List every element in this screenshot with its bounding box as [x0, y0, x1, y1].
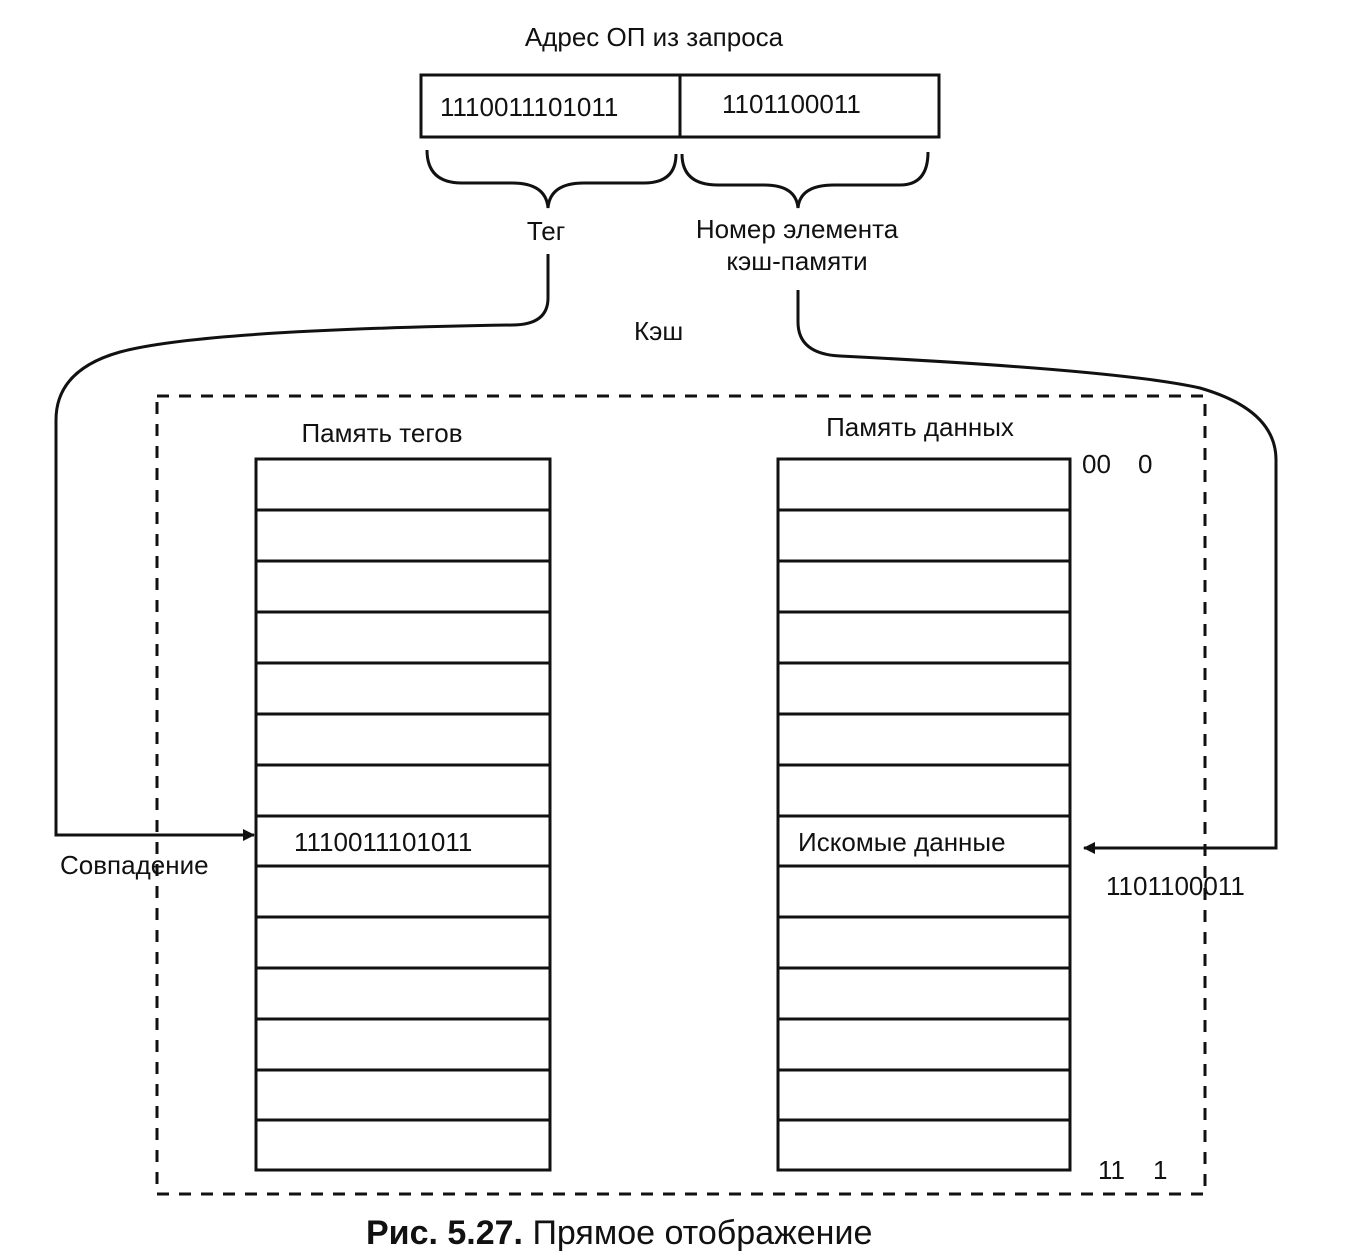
- last-row-address-index: 1: [1153, 1155, 1168, 1185]
- index-brace: [680, 151, 930, 209]
- index-select-connector: [796, 290, 1278, 854]
- address-title: Адрес ОП из запроса: [524, 22, 784, 52]
- tag-brace: [425, 149, 678, 209]
- index-label-line1: Номер элемента: [695, 214, 899, 244]
- figure-caption: Рис. 5.27. Прямое отображение: [366, 1216, 872, 1250]
- address-tag-field: 1110011101011: [440, 92, 619, 122]
- data-memory-table: [776, 457, 1072, 1172]
- tag-label: Тег: [526, 216, 566, 246]
- figure-caption-text: Прямое отображение: [523, 1214, 873, 1252]
- tag-memory-title: Память тегов: [301, 418, 463, 448]
- address-register: [419, 73, 941, 139]
- match-label: Совпадение: [60, 850, 209, 880]
- last-row-address-binary: 11: [1098, 1155, 1125, 1185]
- address-index-field: 1101100011: [722, 89, 861, 119]
- first-row-address-binary: 00: [1082, 449, 1111, 479]
- cache-boundary: [155, 394, 1207, 1196]
- index-label-line2: кэш-памяти: [726, 246, 868, 276]
- figure-caption-label: Рис. 5.27.: [366, 1214, 524, 1252]
- data-memory-title: Память данных: [826, 412, 1014, 442]
- tag-memory-table: [254, 457, 552, 1172]
- first-row-address-index: 0: [1138, 449, 1153, 479]
- index-pointer-label: 1101100011: [1106, 871, 1245, 901]
- tag-match-connector: [54, 254, 550, 841]
- cache-label: Кэш: [634, 316, 684, 346]
- found-data-cell: Искомые данные: [798, 827, 1006, 857]
- matched-tag-cell: 1110011101011: [294, 827, 473, 857]
